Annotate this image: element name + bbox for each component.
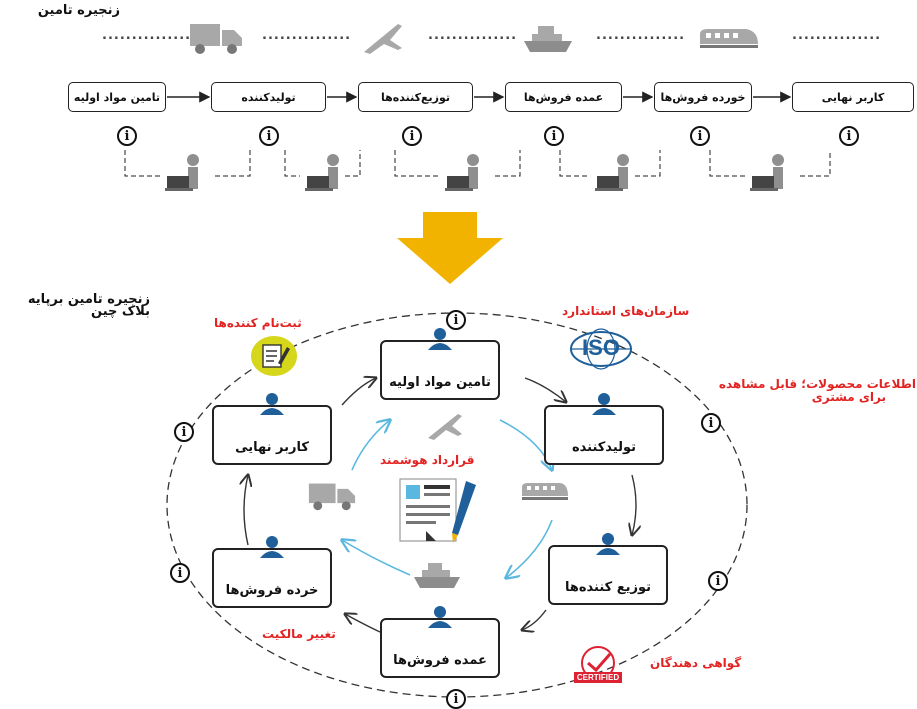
- truck-icon: [308, 483, 356, 511]
- certified-text: CERTIFIED: [576, 673, 620, 682]
- node-label: تولیدکننده: [571, 440, 637, 455]
- bottom-title-line2: بلاک چین: [91, 304, 150, 319]
- dots-1: ...............: [102, 28, 192, 43]
- worker-laptop-icon: [750, 154, 784, 191]
- iso-logo-icon: ISO: [570, 328, 632, 370]
- top-connectors: [124, 91, 831, 177]
- info-icon[interactable]: i: [174, 422, 194, 442]
- stage-producer: تولیدکننده: [211, 82, 326, 112]
- certified-stamp-icon: CERTIFIED: [570, 645, 626, 685]
- person-icon: [592, 393, 616, 415]
- info-icon[interactable]: i: [708, 571, 728, 591]
- node-label: توزیع کننده‌ها: [564, 580, 652, 595]
- person-icon: [596, 533, 620, 555]
- info-icon[interactable]: i: [446, 310, 466, 330]
- info-icon[interactable]: i: [117, 126, 137, 146]
- worker-laptop-icon: [165, 154, 199, 191]
- label-product-info-line2: برای مشتری: [811, 390, 886, 404]
- label-certifiers: گواهی دهندگان: [650, 656, 742, 670]
- node-label: تامین مواد اولیه: [389, 375, 491, 390]
- bottom-title: زنجیره تامین برپایه بلاک چین: [0, 292, 150, 319]
- info-icon[interactable]: i: [170, 563, 190, 583]
- stage-wholesale: عمده فروش‌ها: [505, 82, 622, 112]
- stage-raw-material: تامین مواد اولیه: [68, 82, 166, 112]
- stage-end-user: کاربر نهایی: [792, 82, 914, 112]
- stage-distributor: توزیع‌کننده‌ها: [358, 82, 473, 112]
- label-product-info: اطلاعات محصولات؛ قابل مشاهده برای مشتری: [716, 378, 916, 404]
- airplane-icon: [428, 414, 462, 440]
- node-label: کاربر نهایی: [235, 440, 309, 455]
- info-icon[interactable]: i: [544, 126, 564, 146]
- label-smart-contract: قرارداد هوشمند: [380, 453, 475, 467]
- ship-icon: [414, 563, 460, 588]
- node-raw-material: تامین مواد اولیه: [380, 328, 500, 400]
- dots-5: ...............: [792, 28, 882, 43]
- down-arrow-icon: [397, 212, 503, 284]
- ship-icon: [522, 22, 574, 58]
- dots-2: ...............: [262, 28, 352, 43]
- person-icon: [260, 393, 284, 415]
- node-producer: تولیدکننده: [544, 393, 664, 465]
- node-retail: خرده فروش‌ها: [212, 536, 332, 608]
- info-icon[interactable]: i: [402, 126, 422, 146]
- stage-retail: خورده فروش‌ها: [654, 82, 752, 112]
- info-icon[interactable]: i: [690, 126, 710, 146]
- train-icon: [698, 26, 760, 54]
- node-wholesale: عمده فروش‌ها: [380, 606, 500, 678]
- iso-text: ISO: [582, 335, 620, 360]
- info-icon[interactable]: i: [259, 126, 279, 146]
- truck-icon: [188, 20, 244, 60]
- node-label: خرده فروش‌ها: [225, 583, 319, 598]
- dots-4: ...............: [596, 28, 686, 43]
- node-label: عمده فروش‌ها: [393, 653, 487, 668]
- train-icon: [522, 483, 568, 500]
- person-icon: [428, 328, 452, 350]
- person-icon: [428, 606, 452, 628]
- label-product-info-line1: اطلاعات محصولات؛ قابل مشاهده: [718, 377, 916, 391]
- node-end-user: کاربر نهایی: [212, 393, 332, 465]
- worker-laptop-icon: [445, 154, 479, 191]
- worker-laptop-icon: [595, 154, 629, 191]
- info-icon[interactable]: i: [701, 413, 721, 433]
- top-title: زنجیره تامین: [37, 3, 120, 18]
- info-icon[interactable]: i: [446, 689, 466, 709]
- contract-document-icon: [399, 478, 476, 543]
- label-standards: سازمان‌های استاندارد: [562, 304, 690, 318]
- info-icon[interactable]: i: [839, 126, 859, 146]
- person-icon: [260, 536, 284, 558]
- label-registrars: ثبت‌نام کننده‌ها: [214, 316, 302, 330]
- worker-laptop-icon: [305, 154, 339, 191]
- bottom-title-line1: زنجیره تامین برپایه: [27, 292, 150, 307]
- airplane-icon: [358, 18, 406, 62]
- notepad-icon: [251, 336, 297, 376]
- label-ownership-change: تغییر مالکیت: [262, 627, 336, 641]
- node-distributor: توزیع کننده‌ها: [548, 533, 668, 605]
- dots-3: ...............: [428, 28, 518, 43]
